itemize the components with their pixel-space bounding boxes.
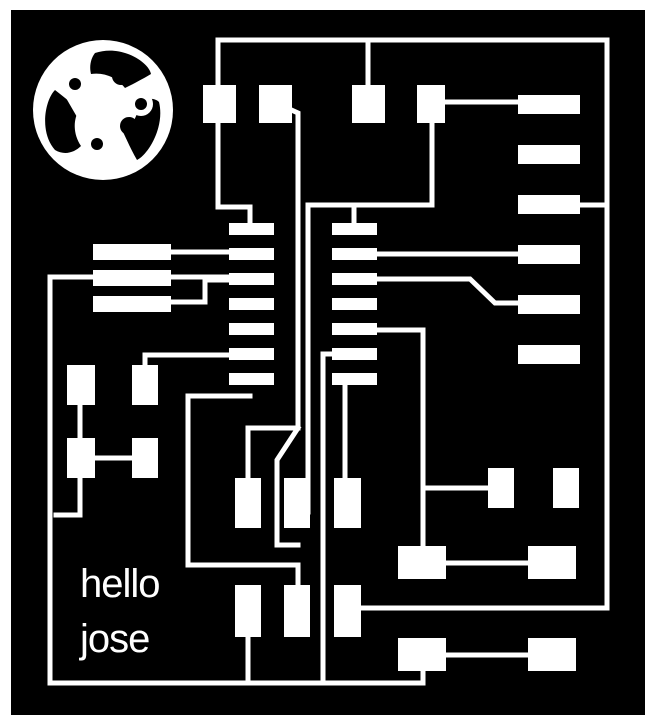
ic2-pin-2 — [332, 248, 377, 260]
ic2-pin-5 — [332, 323, 377, 335]
ic2-pin-4 — [332, 298, 377, 310]
pad-mid-3 — [334, 478, 361, 528]
ic1-pin-4 — [229, 298, 274, 310]
label-line-1: hello — [80, 562, 160, 606]
label-line-2: jose — [79, 617, 149, 661]
conn-pad-1 — [93, 244, 171, 260]
pad-right-6 — [528, 638, 576, 671]
header-pad-6 — [518, 345, 580, 364]
pads — [67, 85, 580, 671]
ic2-pin-7 — [332, 373, 377, 385]
trace-ic1-pin7 — [185, 393, 301, 613]
trace-center-vertical — [274, 424, 302, 548]
ic1-pin-1 — [229, 223, 274, 235]
ic2-pin-6 — [332, 348, 377, 360]
trace-ic2-down-right — [351, 327, 556, 566]
ic2-pin-1 — [332, 223, 377, 235]
trace-pad-left-1 — [53, 382, 83, 518]
header-pad-1 — [518, 95, 580, 114]
pad-left-a — [67, 365, 95, 405]
header-pad-3 — [518, 195, 580, 214]
pad-mid-5 — [284, 585, 310, 637]
pad-left-d — [132, 438, 158, 478]
ic1-pin-2 — [229, 248, 274, 260]
ic1-pin-5 — [229, 323, 274, 335]
conn-pad-3 — [93, 296, 171, 312]
trace-top-bus — [215, 37, 610, 611]
conn-pad-2 — [93, 270, 171, 286]
pad-top-4 — [417, 85, 445, 123]
pad-mid-4 — [235, 585, 261, 637]
ic2-pin-3 — [332, 273, 377, 285]
pad-right-4 — [528, 546, 576, 579]
trace-pad2-down — [245, 99, 301, 508]
pad-right-1 — [488, 468, 514, 508]
pad-left-b — [132, 365, 158, 405]
pad-mid-6 — [334, 585, 361, 637]
pad-left-c — [67, 438, 95, 478]
ic1-pin-6 — [229, 348, 274, 360]
header-pad-4 — [518, 245, 580, 264]
header-pad-2 — [518, 145, 580, 164]
pad-right-5 — [398, 638, 446, 671]
ic1-pin-7 — [229, 373, 274, 385]
header-pad-5 — [518, 295, 580, 314]
fab-lab-logo-icon — [33, 40, 173, 180]
pad-mid-1 — [235, 478, 261, 528]
trace-left-column — [215, 99, 253, 231]
pad-top-2 — [259, 85, 292, 123]
pad-mid-2 — [284, 478, 310, 528]
pad-top-1 — [203, 85, 236, 123]
pad-right-2 — [553, 468, 579, 508]
ic1-pin-3 — [229, 273, 274, 285]
pad-right-3 — [398, 546, 446, 579]
pad-top-3 — [352, 85, 385, 123]
